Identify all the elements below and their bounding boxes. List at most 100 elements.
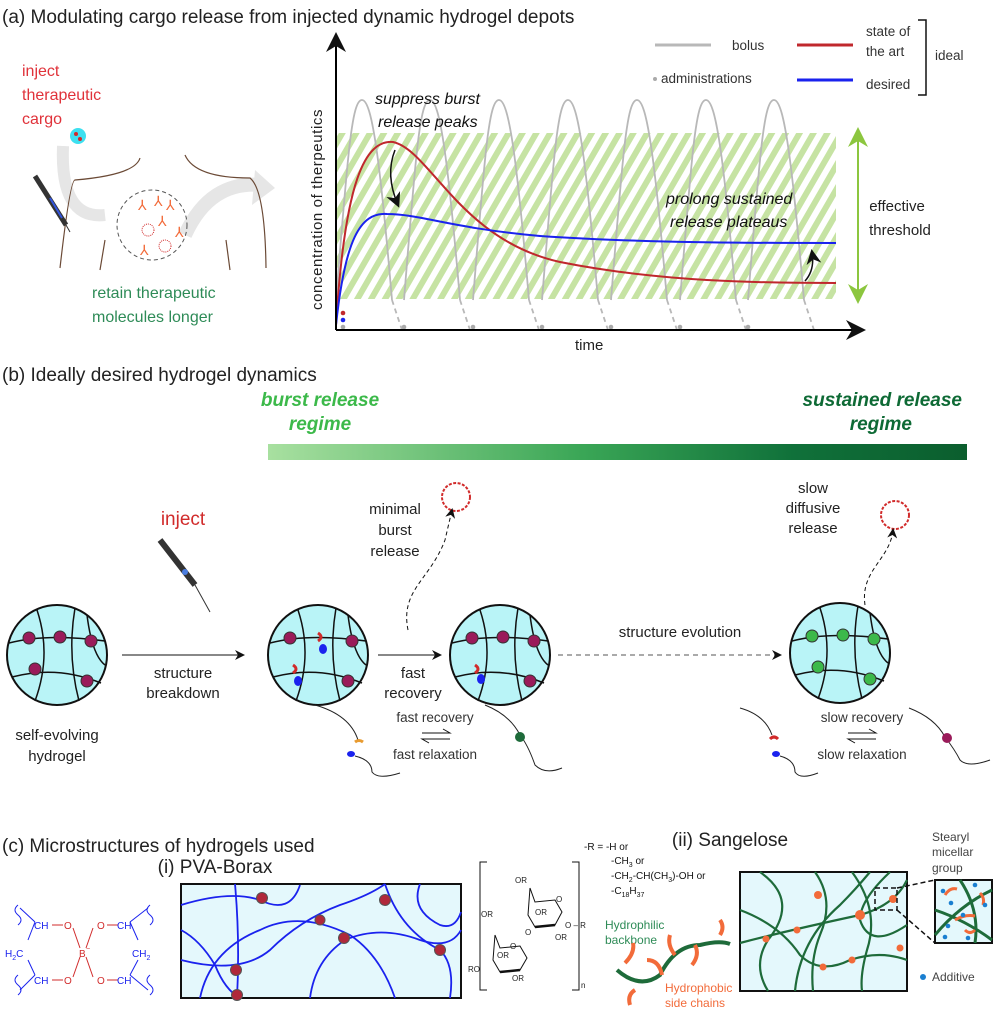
svg-text:⅄: ⅄ [153, 193, 163, 209]
self-evolving-label: hydrogel [28, 748, 86, 765]
crosslink-node [836, 628, 850, 642]
svg-text:n: n [581, 981, 585, 990]
inject-label: inject [22, 63, 60, 80]
bolus-peak [610, 99, 668, 301]
bolus-tail [666, 299, 678, 331]
svg-text:⅄: ⅄ [174, 224, 184, 240]
bolus-peak [335, 99, 393, 301]
bond-equilibrium-fast: fast recovery fast relaxation [314, 704, 563, 777]
hydrogel-network-circle [6, 604, 108, 706]
legend-state-of-art: the art [866, 44, 905, 59]
hydrogel-network-circle [267, 604, 369, 706]
slow-diffusive-label: diffusive [786, 500, 841, 517]
crosslink-node [527, 634, 541, 648]
crosslink-node [80, 674, 94, 688]
bolus-peak [679, 99, 737, 301]
administration-dot [539, 324, 545, 330]
cargo-particle-icon [70, 128, 86, 144]
svg-text:⅄: ⅄ [137, 197, 147, 213]
crosslink-node [283, 631, 297, 645]
sustained-regime-label: sustained release [803, 390, 963, 411]
crosslink-node [811, 660, 825, 674]
minimal-burst-label: release [370, 543, 419, 560]
administration-dot [470, 324, 476, 330]
svg-text:CH: CH [117, 921, 131, 932]
svg-text:O: O [525, 928, 531, 937]
bolus-tail [803, 299, 815, 331]
crosslink-node [53, 630, 67, 644]
fast-recovery-step-label: recovery [384, 685, 442, 702]
bolus-series [335, 99, 815, 331]
slow-diffusive-label: slow [798, 480, 828, 497]
administration-dot [745, 324, 751, 330]
legend-state-of-art: state of [866, 24, 911, 39]
crosslink-node [867, 632, 881, 646]
svg-text:OR: OR [535, 908, 547, 917]
bolus-peak [541, 99, 599, 301]
syringe-icon [157, 538, 211, 613]
slow-diffusive-label: release [788, 520, 837, 537]
crosslink-node [341, 674, 355, 688]
antibody-icons: ⅄⅄⅄⅄⅄⅄ [137, 193, 184, 258]
bolus-tail [459, 299, 471, 331]
svg-text:RO: RO [468, 965, 480, 974]
hydrophilic-label: Hydrophilic [605, 918, 664, 932]
sustained-regime-label: regime [850, 414, 913, 435]
svg-text:OR: OR [481, 910, 493, 919]
polymer-chain-icon [615, 918, 731, 1006]
breakdown-label: structure [154, 665, 212, 682]
crosslink-node [345, 634, 359, 648]
burst-regime-label: regime [289, 414, 352, 435]
administration-dot [401, 324, 407, 330]
hydrophobic-label: Hydrophobic [665, 981, 732, 995]
sangelose-network [739, 871, 936, 992]
depot-circle [116, 189, 188, 261]
stearyl-label: micellar [932, 845, 973, 859]
bolus-tail [391, 299, 403, 331]
flow-arrow-icon [56, 145, 106, 222]
svg-text:-CH2-CH(CH3)-OH or: -CH2-CH(CH3)-OH or [611, 871, 706, 884]
released-cargo-icon [880, 500, 910, 530]
threshold-label: effective [869, 198, 925, 215]
desired-series [335, 212, 837, 326]
released-cargo-icon [441, 482, 471, 512]
self-evolving-label: self-evolving [15, 727, 98, 744]
bond-equilibrium-slow: slow recovery slow relaxation [739, 707, 991, 777]
hydrophobic-label: side chains [665, 996, 725, 1010]
svg-text:O: O [97, 976, 105, 987]
retain-label: molecules longer [92, 309, 214, 326]
injection-illustration: inject therapeutic cargo ⅄⅄⅄⅄⅄⅄ retain t… [22, 63, 275, 326]
suppress-annotation: suppress burst [375, 91, 480, 108]
crosslink-node [496, 630, 510, 644]
administration-dot [340, 324, 346, 330]
panel-b-title: (b) Ideally desired hydrogel dynamics [2, 365, 317, 386]
crosslink-node [805, 629, 819, 643]
release-profile-chart: concentration of therpeutics time suppre… [309, 19, 964, 354]
bolus-peak [472, 99, 530, 301]
svg-text:CH2: CH2 [132, 949, 150, 962]
inject-step-label: inject [161, 509, 206, 530]
sangelose-title: (ii) Sangelose [672, 830, 788, 851]
x-axis-label: time [575, 337, 603, 354]
body-outline [59, 154, 267, 271]
prolong-annotation: release plateaus [670, 214, 787, 231]
inject-label: therapeutic [22, 87, 101, 104]
svg-text:CH: CH [34, 976, 48, 987]
additive-legend-icon [920, 974, 926, 980]
inject-label: cargo [22, 111, 62, 128]
panel-c-title: (c) Microstructures of hydrogels used [2, 836, 315, 857]
svg-text:OR: OR [555, 933, 567, 942]
regime-gradient-bar [268, 444, 967, 460]
panel-a-title: (a) Modulating cargo release from inject… [2, 7, 574, 28]
pva-borax-title: (i) PVA-Borax [158, 857, 273, 878]
suppress-annotation: release peaks [378, 114, 478, 131]
svg-text:H2C: H2C [5, 949, 23, 962]
svg-text:B: B [79, 949, 86, 960]
slow-recovery-label: slow recovery [821, 710, 904, 725]
svg-text:O: O [97, 921, 105, 932]
svg-text:CH: CH [34, 921, 48, 932]
stearyl-label: Stearyl [932, 830, 969, 844]
svg-text:−: − [86, 946, 90, 953]
breakdown-label: breakdown [146, 685, 219, 702]
minimal-burst-label: burst [378, 522, 412, 539]
